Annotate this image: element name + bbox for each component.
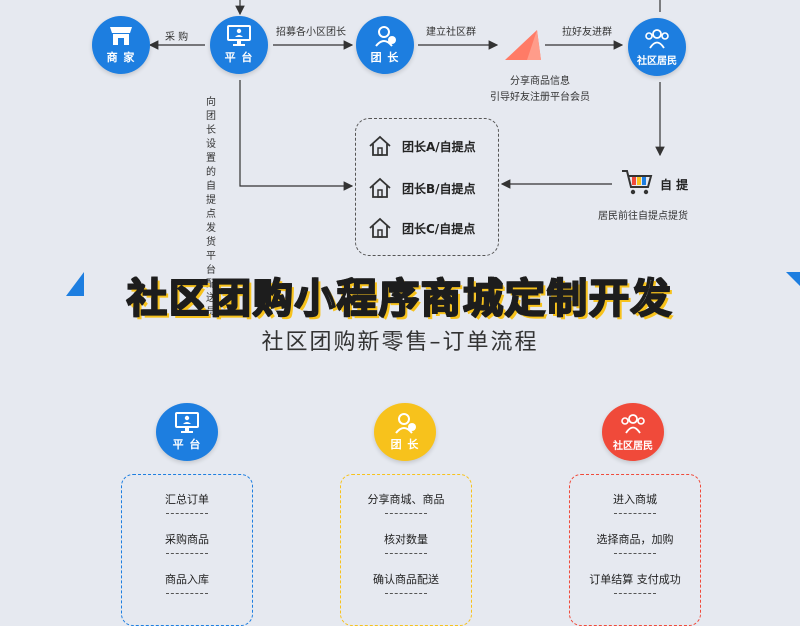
divider <box>385 513 427 514</box>
deliver-vertical-label: 向团长设置的自提点发货平台配送员 <box>206 97 216 318</box>
corner-decoration-left <box>66 272 84 296</box>
purchase-label: 采 购 <box>165 32 189 43</box>
subtitle: 社区团购新零售–订单流程 <box>261 330 539 355</box>
divider <box>614 553 656 554</box>
leader-label: 团 长 <box>370 51 400 64</box>
column-platform-node: 平 台 <box>156 403 218 461</box>
column-platform-item-1: 汇总订单 <box>165 493 209 506</box>
house-icon <box>369 135 391 156</box>
pickup-points-box <box>355 118 499 256</box>
corner-decoration-right <box>786 272 800 286</box>
store-icon <box>110 27 132 45</box>
pickup-label: 自 提 <box>660 178 689 192</box>
house-icon <box>369 217 391 238</box>
merchant-node: 商 家 <box>92 16 150 74</box>
column-leader-box: 分享商城、商品 核对数量 确认商品配送 <box>340 474 472 626</box>
divider <box>166 593 208 594</box>
divider <box>614 513 656 514</box>
leader-node: 团 长 <box>356 16 414 74</box>
column-leader-item-3: 确认商品配送 <box>373 573 439 586</box>
platform-label: 平 台 <box>224 51 254 64</box>
share-triangle-icon <box>505 30 541 60</box>
group-icon <box>645 28 669 49</box>
residents-label: 社区居民 <box>637 55 677 67</box>
column-residents-box: 进入商城 选择商品，加购 订单结算 支付成功 <box>569 474 701 626</box>
residents-node: 社区居民 <box>628 18 686 76</box>
column-platform-item-3: 商品入库 <box>165 573 209 586</box>
pickup-point-a-label: 团长A/自提点 <box>402 139 476 154</box>
pickup-note: 居民前往自提点提货 <box>598 211 688 222</box>
recruit-label: 招募各小区团长 <box>276 27 346 38</box>
column-leader-item-2: 核对数量 <box>384 533 428 546</box>
pickup-point-b-label: 团长B/自提点 <box>402 181 476 196</box>
divider <box>385 593 427 594</box>
pickup-point-b: 团长B/自提点 <box>368 176 476 200</box>
monitor-icon <box>227 25 251 46</box>
flow-arrows <box>148 0 665 191</box>
person-badge-icon <box>395 413 416 434</box>
divider <box>166 513 208 514</box>
pickup-point-c-label: 团长C/自提点 <box>402 221 476 236</box>
column-residents-item-1: 进入商城 <box>613 493 657 506</box>
divider <box>614 593 656 594</box>
share-label-1: 分享商品信息 <box>510 76 570 87</box>
group-icon <box>621 413 645 434</box>
shopping-cart-icon <box>622 170 653 195</box>
pickup-point-a: 团长A/自提点 <box>368 134 476 158</box>
person-badge-icon <box>375 26 396 47</box>
column-platform-box: 汇总订单 采购商品 商品入库 <box>121 474 253 626</box>
main-title: 社区团购小程序商城定制开发 <box>126 275 673 323</box>
column-platform-item-2: 采购商品 <box>165 533 209 546</box>
column-platform-label: 平 台 <box>172 438 202 451</box>
build-group-label: 建立社区群 <box>426 27 476 38</box>
divider <box>166 553 208 554</box>
column-residents-item-2: 选择商品，加购 <box>596 533 674 546</box>
house-icon <box>369 177 391 198</box>
column-residents-node: 社区居民 <box>602 403 664 461</box>
merchant-label: 商 家 <box>106 51 136 64</box>
column-residents-item-3: 订单结算 支付成功 <box>589 573 681 586</box>
column-leader-item-1: 分享商城、商品 <box>367 493 445 506</box>
column-leader-label: 团 长 <box>390 438 420 451</box>
divider <box>385 553 427 554</box>
monitor-icon <box>175 412 199 433</box>
column-residents-label: 社区居民 <box>613 440 653 452</box>
platform-node: 平 台 <box>210 16 268 74</box>
invite-label: 拉好友进群 <box>562 27 612 38</box>
share-label-2: 引导好友注册平台会员 <box>490 92 590 103</box>
column-leader-node: 团 长 <box>374 403 436 461</box>
pickup-point-c: 团长C/自提点 <box>368 216 475 240</box>
